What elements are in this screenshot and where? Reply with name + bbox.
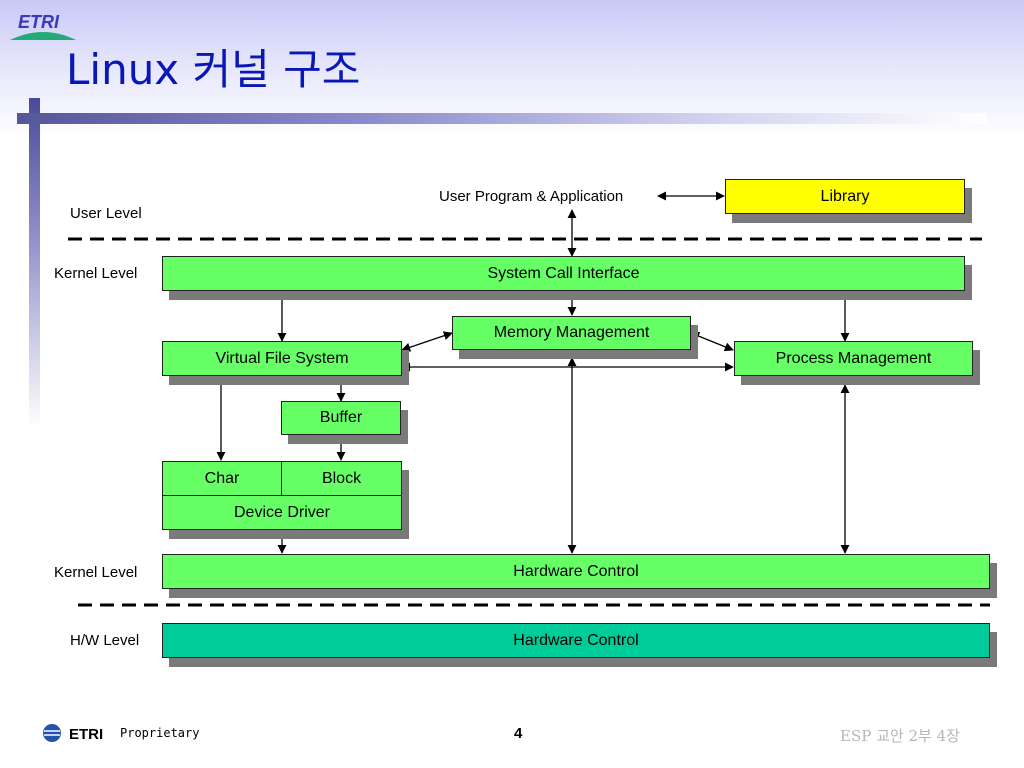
- virtual-file-system-label: Virtual File System: [215, 349, 349, 367]
- footer-course-label: ESP 교안 2부 4장: [840, 727, 960, 745]
- char-label: Char: [204, 469, 240, 487]
- buffer-label: Buffer: [319, 409, 363, 426]
- hardware-control-hw-label: Hardware Control: [513, 631, 639, 649]
- hardware-control-hw-box: Hardware Control: [162, 623, 990, 658]
- hardware-control-kernel-box: Hardware Control: [162, 554, 990, 589]
- char-box: Char: [162, 461, 282, 496]
- block-label: Block: [321, 469, 362, 487]
- system-call-interface-box: System Call Interface: [162, 256, 965, 291]
- svg-text:ETRI: ETRI: [18, 12, 60, 32]
- block-box: Block: [281, 461, 402, 496]
- etri-logo: ETRI: [10, 12, 76, 40]
- decorative-horizontal-bar: [17, 113, 987, 124]
- hardware-control-kernel-label: Hardware Control: [513, 562, 639, 580]
- virtual-file-system-box: Virtual File System: [162, 341, 402, 376]
- level-label-hw: H/W Level: [70, 632, 140, 649]
- library-box: Library: [725, 179, 965, 214]
- memory-management-label: Memory Management: [493, 324, 650, 341]
- process-management-label: Process Management: [775, 349, 932, 367]
- proprietary-label: Proprietary: [120, 726, 200, 740]
- decorative-vertical-bar: [29, 98, 40, 428]
- level-label-kernel: Kernel Level: [54, 265, 138, 282]
- system-call-interface-label: System Call Interface: [487, 264, 640, 282]
- device-driver-label: Device Driver: [233, 503, 330, 521]
- device-driver-box: Device Driver: [162, 495, 402, 530]
- arrow-memory-process: [690, 331, 734, 352]
- page-title: Linux 커널 구조: [66, 45, 361, 94]
- buffer-box: Buffer: [281, 401, 401, 435]
- process-management-box: Process Management: [734, 341, 973, 376]
- page-number: 4: [514, 725, 523, 742]
- memory-management-box: Memory Management: [452, 316, 691, 350]
- level-label-kernel-lower: Kernel Level: [54, 564, 138, 581]
- etri-footer-logo: ETRI: [43, 724, 103, 743]
- svg-text:ETRI: ETRI: [69, 726, 103, 743]
- arrow-vfs-memory: [401, 331, 453, 352]
- device-driver-group: Char Block Device Driver: [162, 461, 402, 530]
- level-label-user: User Level: [70, 205, 142, 222]
- library-label: Library: [820, 187, 870, 205]
- user-program-label: User Program & Application: [439, 188, 624, 205]
